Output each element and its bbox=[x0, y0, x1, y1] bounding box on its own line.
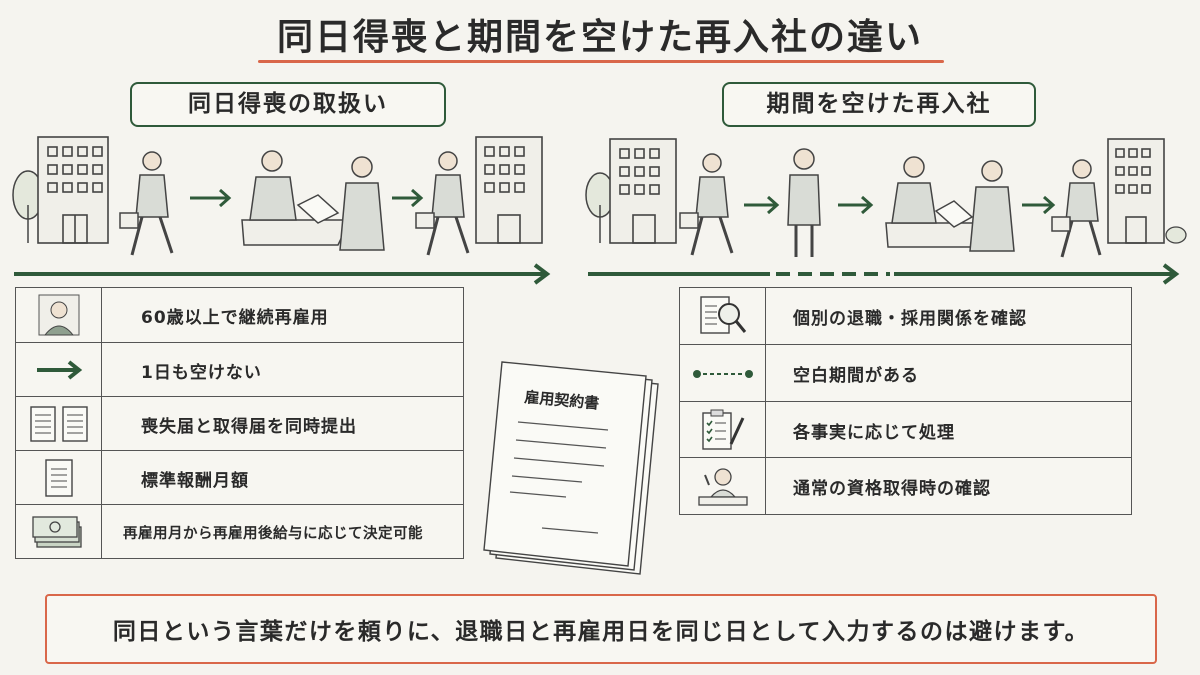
left-row-text: 標準報酬月額 bbox=[141, 470, 249, 491]
arrow-right-icon bbox=[190, 188, 232, 208]
contract-lines bbox=[509, 421, 609, 534]
right-flow-illustration bbox=[585, 138, 1187, 285]
right-timeline-arrow bbox=[588, 263, 1180, 285]
right-row-text: 個別の退職・採用関係を確認 bbox=[793, 308, 1027, 329]
contract-meeting-icon bbox=[241, 150, 385, 251]
arrow-right-icon bbox=[838, 195, 874, 215]
right-row-text: 通常の資格取得時の確認 bbox=[793, 479, 991, 499]
person-icon bbox=[16, 288, 102, 342]
arrow-right-icon bbox=[392, 188, 424, 208]
walking-employee-icon bbox=[415, 151, 470, 256]
arrow-right-icon bbox=[1022, 195, 1056, 215]
standing-employee-icon bbox=[787, 148, 821, 257]
left-row-3: 喪失届と取得届を同時提出 bbox=[16, 396, 463, 451]
left-row-text: 喪失届と取得届を同時提出 bbox=[141, 416, 357, 437]
document-icon bbox=[16, 451, 102, 505]
right-info-table: 個別の退職・採用関係を確認 空白期間がある 各事実に応じて処理 通常の資格取得時… bbox=[679, 287, 1132, 515]
page-title: 同日得喪と期間を空けた再入社の違い bbox=[276, 17, 923, 58]
walking-employee-icon bbox=[1051, 159, 1102, 258]
magnifier-document-icon bbox=[680, 288, 766, 344]
office-building-icon bbox=[475, 136, 543, 244]
office-building-icon bbox=[609, 138, 677, 244]
title-underline bbox=[258, 60, 944, 63]
two-documents-icon bbox=[16, 397, 102, 451]
clipboard-checklist-icon bbox=[680, 402, 766, 458]
right-section-label: 期間を空けた再入社 bbox=[722, 82, 1036, 127]
right-row-3: 各事実に応じて処理 bbox=[680, 401, 1131, 458]
office-building-icon bbox=[1107, 138, 1165, 244]
contract-meeting-icon bbox=[885, 156, 1015, 252]
money-stack-icon bbox=[16, 505, 102, 559]
person-at-desk-icon bbox=[680, 458, 766, 515]
left-row-1: 60歳以上で継続再雇用 bbox=[16, 288, 463, 342]
right-row-4: 通常の資格取得時の確認 bbox=[680, 457, 1131, 515]
right-row-text: 空白期間がある bbox=[793, 366, 919, 386]
left-section-label: 同日得喪の取扱い bbox=[130, 82, 446, 127]
walking-employee-icon bbox=[679, 153, 734, 256]
right-row-2: 空白期間がある bbox=[680, 344, 1131, 402]
right-row-text: 各事実に応じて処理 bbox=[793, 422, 955, 443]
walking-employee-icon bbox=[119, 151, 174, 256]
employment-contract-icon: 雇用契約書 bbox=[483, 361, 659, 575]
right-row-1: 個別の退職・採用関係を確認 bbox=[680, 288, 1131, 344]
left-row-text: 1日も空けない bbox=[141, 362, 262, 383]
left-row-2: 1日も空けない bbox=[16, 342, 463, 397]
arrow-right-icon bbox=[16, 343, 102, 397]
office-building-icon bbox=[37, 136, 109, 244]
left-flow-illustration bbox=[12, 136, 551, 285]
arrow-right-icon bbox=[744, 195, 780, 215]
left-row-5: 再雇用月から再雇用後給与に応じて決定可能 bbox=[16, 504, 463, 559]
shrub-icon bbox=[1165, 226, 1187, 244]
left-timeline-arrow bbox=[14, 263, 551, 285]
dotted-line-icon bbox=[680, 345, 766, 402]
left-row-text: 再雇用月から再雇用後給与に応じて決定可能 bbox=[123, 525, 423, 542]
left-info-table: 60歳以上で継続再雇用 1日も空けない 喪失届と取得届を同時提出 標準報酬月額 … bbox=[15, 287, 464, 559]
caution-note: 同日という言葉だけを頼りに、退職日と再雇用日を同じ日として入力するのは避けます。 bbox=[45, 594, 1157, 664]
left-row-4: 標準報酬月額 bbox=[16, 450, 463, 505]
left-row-text: 60歳以上で継続再雇用 bbox=[141, 307, 329, 328]
